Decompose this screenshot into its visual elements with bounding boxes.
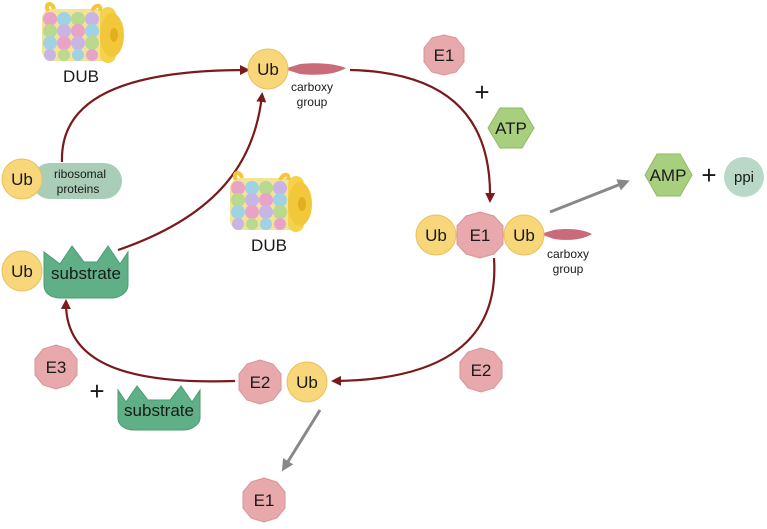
- e1-enzyme-complex: [456, 211, 504, 259]
- arrow-ub-to-e1-complex: [349, 68, 496, 203]
- ub-top-label: Ub: [257, 60, 279, 79]
- e1-top-label: E1: [434, 46, 455, 65]
- e1-complex-label: E1: [470, 226, 491, 245]
- ub-e1-ub-complex: Ub E1 Ub carboxy group: [415, 211, 592, 276]
- arrow-substrate-to-ub: [117, 92, 267, 252]
- atp-label: ATP: [495, 119, 527, 138]
- ub-substrate-label: Ub: [11, 262, 33, 281]
- e2-complex-label: E2: [250, 373, 271, 392]
- substrate-shape-bottom: [117, 385, 201, 431]
- carboxy-tail-right: [540, 229, 592, 240]
- substrate-label-left: substrate: [51, 264, 121, 283]
- ribosomal-proteins-shape: [32, 163, 122, 199]
- ppi-label: ppi: [734, 169, 754, 186]
- plus-substrate: +: [89, 376, 104, 406]
- ub-e1-left-label: Ub: [425, 226, 447, 245]
- ub-substrate: [1, 250, 43, 292]
- dub-label-top: DUB: [63, 67, 99, 86]
- ppi-circle: [724, 157, 764, 197]
- ub-e1-right: [503, 214, 545, 256]
- ub-top: [247, 48, 289, 90]
- atp-hexagon: [487, 107, 535, 149]
- arrow-to-e1-release: [281, 409, 322, 472]
- ub-ribosomal: [1, 158, 43, 200]
- ribosomal-label-line1: ribosomal: [54, 167, 106, 181]
- ribosomal-label-line2: proteins: [57, 182, 100, 196]
- carboxy-label-right-line1: carboxy: [547, 247, 589, 261]
- substrate-shape-left: [43, 245, 129, 299]
- ub-e2-label: Ub: [296, 373, 318, 392]
- dub-proteasome-middle: [230, 171, 312, 232]
- e1-enzyme-top: [423, 34, 465, 76]
- amp-label: AMP: [650, 166, 687, 185]
- carboxy-tail-top: [284, 63, 346, 75]
- arrow-to-amp: [549, 179, 630, 214]
- plus-ppi: +: [701, 160, 716, 190]
- carboxy-label-top-line1: carboxy: [291, 80, 333, 94]
- e2-ub-complex: E2 Ub: [238, 359, 328, 405]
- ub-ribosomal-complex: Ub ribosomal proteins: [1, 158, 122, 200]
- amp-hexagon: [644, 153, 693, 197]
- arrow-e1-complex-to-e2: [331, 257, 496, 386]
- arrow-ribosomal-to-ub: [60, 65, 250, 163]
- e3-enzyme: [34, 344, 78, 390]
- substrate-label-bottom: substrate: [124, 401, 194, 420]
- e2-right-label: E2: [471, 361, 492, 380]
- e1-enzyme-released: [242, 477, 286, 523]
- ub-substrate-complex: Ub substrate: [1, 245, 129, 299]
- carboxy-label-top-line2: group: [297, 95, 328, 109]
- dub-label-middle: DUB: [251, 236, 287, 255]
- dub-proteasome-top: [42, 2, 124, 63]
- plus-atp: +: [474, 77, 489, 107]
- e2-enzyme-complex: [238, 359, 282, 405]
- e2-enzyme-right: [459, 347, 503, 393]
- carboxy-label-right-line2: group: [553, 262, 584, 276]
- ub-e1-right-label: Ub: [513, 226, 535, 245]
- arrow-e2-to-substrate: [60, 299, 236, 383]
- ub-ribosomal-label: Ub: [11, 170, 33, 189]
- e3-label: E3: [46, 358, 67, 377]
- ub-e2: [286, 361, 328, 403]
- ub-carboxy-top: Ub carboxy group: [247, 48, 346, 109]
- e1-released-label: E1: [254, 491, 275, 510]
- ub-e1-left: [415, 214, 457, 256]
